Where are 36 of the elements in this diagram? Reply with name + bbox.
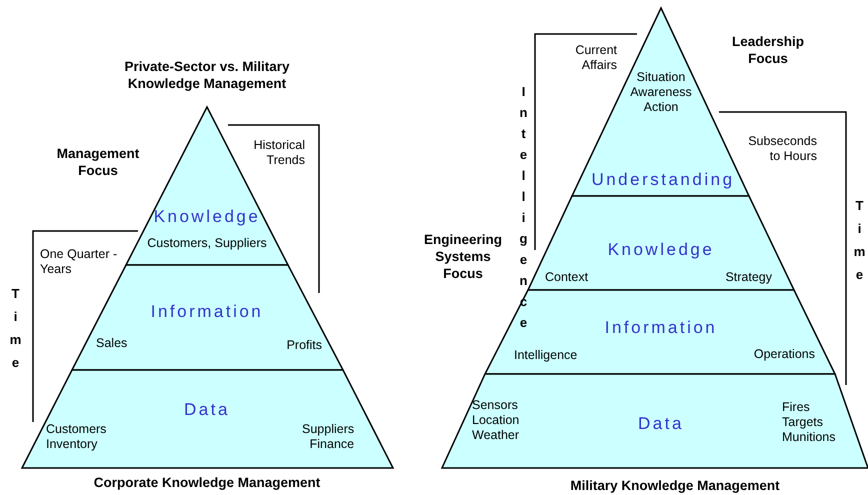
pyramid-caption: Corporate Knowledge Management — [92, 474, 322, 491]
time-span-label: Subseconds to Hours — [747, 134, 817, 164]
layer-heading: Data — [183, 400, 231, 420]
axis-label: Time — [8, 286, 22, 378]
pyramid-caption: Military Knowledge Management — [569, 477, 781, 494]
focus-label: Management Focus — [56, 145, 140, 179]
time-span-label: Current Affairs — [574, 43, 617, 73]
layer-text: Strategy — [724, 270, 772, 285]
layer-text: Suppliers Finance — [302, 422, 354, 452]
layer-text: Situation Awareness Action — [630, 70, 692, 115]
focus-label: Engineering Systems Focus — [422, 231, 503, 282]
layer-heading: Knowledge — [152, 207, 262, 227]
layer-text: Context — [545, 270, 590, 285]
pyramid-layer — [528, 196, 794, 290]
layer-text: Customers, Suppliers — [146, 236, 268, 251]
layer-text: Profits — [286, 338, 322, 353]
layer-heading: Understanding — [590, 170, 736, 190]
layer-text: Sales — [96, 336, 128, 351]
layer-text: Intelligence — [514, 348, 578, 363]
layer-heading: Information — [604, 318, 718, 338]
time-span-label: Historical Trends — [252, 138, 305, 168]
layer-heading: Data — [637, 414, 685, 434]
layer-text: Customers Inventory — [46, 422, 106, 452]
layer-text: Operations — [752, 347, 815, 362]
pyramid-layer — [72, 265, 343, 370]
pyramid-layer — [22, 370, 393, 468]
layer-heading: Information — [150, 302, 264, 322]
diagram-title: Private-Sector vs. Military Knowledge Management — [123, 58, 291, 92]
axis-label: Intelligence — [516, 84, 530, 336]
layer-text: Sensors Location Weather — [472, 398, 520, 443]
focus-label: Leadership Focus — [730, 33, 806, 67]
layer-text: Fires Targets Munitions — [782, 400, 836, 445]
time-span-label: One Quarter - Years — [40, 247, 118, 277]
layer-heading: Knowledge — [606, 240, 716, 260]
axis-label: Time — [852, 198, 866, 290]
pyramid-layer — [442, 374, 868, 468]
